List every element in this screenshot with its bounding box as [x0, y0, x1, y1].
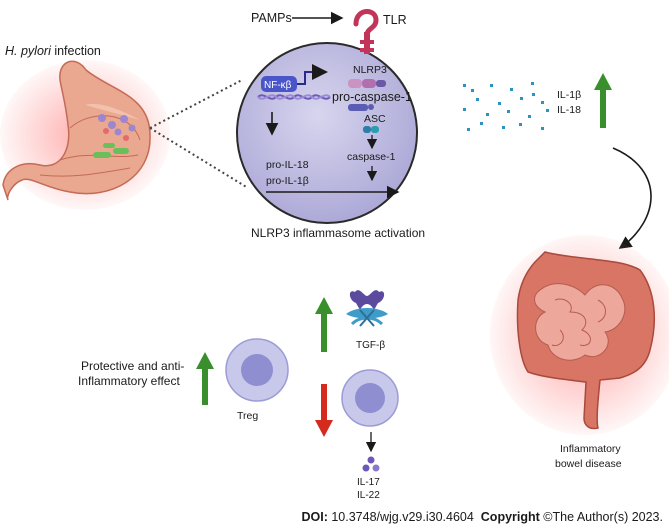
tlr-label: TLR [383, 13, 407, 27]
ibd-label-line2: bowel disease [555, 458, 622, 470]
h-pylori-label: H. pylori infection [5, 44, 101, 58]
il17-label: IL-17 [357, 477, 380, 488]
pro-caspase-label: pro-caspase-1 [332, 90, 412, 104]
tgf-beta-protein-icon [346, 290, 388, 327]
th17-cell [341, 369, 399, 427]
ibd-label-line1: Inflammatory [560, 443, 621, 455]
nfkb-promoter-arrow [297, 64, 328, 85]
nlrp3-protein [348, 79, 362, 88]
cell-circle [236, 42, 418, 224]
il17-il22-dots [362, 456, 380, 472]
red-down-arrow [315, 384, 333, 437]
cytokine-dots [463, 82, 549, 131]
il18-label: IL-18 [557, 104, 581, 116]
curved-arrow-to-ibd [612, 147, 652, 249]
il22-label: IL-22 [357, 490, 380, 501]
stomach-illustration [0, 60, 170, 210]
pro-il18-label: pro-IL-18 [266, 159, 309, 171]
tlr-receptor-icon [353, 9, 379, 54]
copyright-value: ©The Author(s) 2023. [543, 510, 663, 524]
intestine-illustration [490, 235, 669, 435]
copyright-label: Copyright [480, 510, 540, 524]
il1b-label: IL-1β [557, 89, 581, 101]
pamps-label: PAMPs [251, 11, 292, 25]
pro-caspase-protein [348, 104, 368, 111]
green-up-arrow-protective [196, 352, 214, 405]
pro-il1b-label: pro-IL-1β [266, 175, 309, 187]
citation-footer: DOI: 10.3748/wjg.v29.i30.4604 Copyright … [0, 510, 663, 524]
doi-label: DOI: [301, 510, 328, 524]
zoom-line-top [149, 79, 243, 129]
treg-cell [225, 338, 289, 402]
asc-protein [363, 126, 371, 133]
caspase-label: caspase-1 [347, 151, 396, 163]
protective-label-line1: Protective and anti- [81, 359, 184, 373]
protective-label-line2: Inflammatory effect [78, 374, 180, 388]
nlrp3-label: NLRP3 [353, 64, 387, 76]
zoom-line-bottom [149, 127, 249, 189]
inflammasome-caption: NLRP3 inflammasome activation [251, 226, 425, 240]
doi-value: 10.3748/wjg.v29.i30.4604 [331, 510, 474, 524]
asc-label: ASC [364, 113, 386, 125]
green-up-arrow-cytokines [594, 73, 612, 128]
nfkb-label: NF-κβ [264, 80, 292, 91]
treg-label: Treg [237, 410, 258, 422]
green-up-arrow-tgf [315, 297, 333, 352]
tgf-beta-label: TGF-β [356, 340, 385, 351]
nfkb-box [261, 76, 297, 92]
